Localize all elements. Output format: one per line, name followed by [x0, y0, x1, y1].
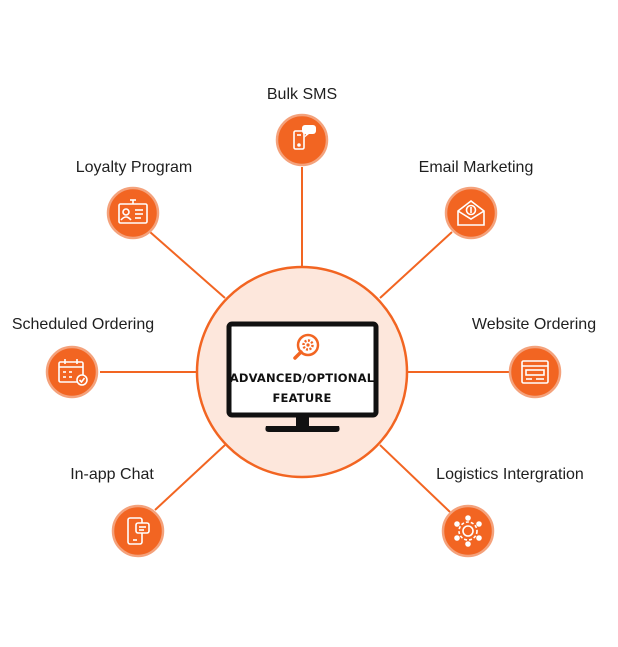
connector-logistics-integration	[379, 444, 451, 513]
feature-node-email-marketing	[444, 186, 498, 240]
envelope-dollar-icon	[457, 199, 485, 226]
connector-email-marketing	[379, 231, 453, 299]
feature-label-in-app-chat: In-app Chat	[70, 466, 154, 483]
feature-node-loyalty-program	[106, 186, 160, 240]
calendar-check-icon	[58, 359, 88, 386]
center-title-line-2: FEATURE	[272, 391, 332, 405]
browser-window-icon	[521, 360, 549, 384]
connector-in-app-chat	[154, 444, 226, 511]
feature-label-scheduled-ordering: Scheduled Ordering	[11, 316, 155, 333]
feature-label-email-marketing: Email Marketing	[418, 159, 534, 176]
phone-chat-icon	[127, 517, 150, 545]
network-gear-icon	[454, 515, 482, 547]
feature-label-website-ordering: Website Ordering	[471, 316, 597, 333]
magnifier-gear-icon	[293, 333, 320, 360]
connector-lines	[100, 167, 510, 513]
feature-node-in-app-chat	[111, 504, 165, 558]
feature-node-website-ordering	[508, 345, 562, 399]
phone-sms-icon	[293, 125, 316, 150]
connector-loyalty-program	[149, 231, 226, 299]
center-title-line-1: ADVANCED/OPTIONAL	[229, 371, 375, 385]
feature-node-bulk-sms	[275, 113, 329, 167]
id-card-icon	[118, 199, 148, 224]
feature-node-scheduled-ordering	[45, 345, 99, 399]
feature-label-logistics-integration: Logistics Intergration	[436, 466, 584, 483]
feature-node-logistics-integration	[441, 504, 495, 558]
monitor-icon	[226, 321, 379, 432]
feature-label-bulk-sms: Bulk SMS	[266, 86, 338, 103]
feature-label-loyalty-program: Loyalty Program	[75, 159, 193, 176]
